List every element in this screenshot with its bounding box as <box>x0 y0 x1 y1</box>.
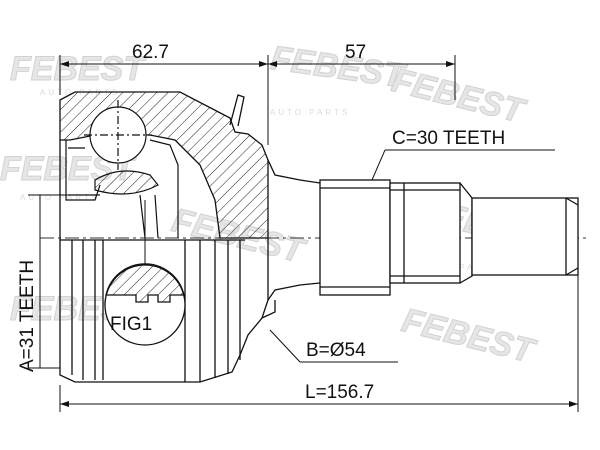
fig1-detail <box>104 200 186 346</box>
left-dimension <box>28 194 100 369</box>
abs-ring-label: B=Ø54 <box>306 340 366 361</box>
watermark-sub-3: AUTO PARTS <box>20 193 100 202</box>
fig1-label: FIG1 <box>110 314 152 335</box>
watermark-brand-2: FEBEST <box>268 39 409 96</box>
bottom-dimension <box>59 275 579 412</box>
output-shaft <box>267 159 579 301</box>
watermark-brand-1: FEBEST <box>10 50 147 88</box>
shaft-teeth-label: C=30 TEETH <box>392 128 505 149</box>
shaft-length-label: 57 <box>345 42 366 63</box>
inner-race <box>65 100 179 239</box>
watermark-sub-2: AUTO PARTS <box>270 108 350 117</box>
outer-teeth-label: A=31 TEETH <box>17 260 38 372</box>
shaft-teeth-leader <box>371 149 555 181</box>
watermark-brand-3: FEBEST <box>388 61 530 131</box>
abs-ring-leader <box>269 329 398 363</box>
total-length-label: L=156.7 <box>305 382 374 403</box>
top-dimensions <box>59 55 456 145</box>
watermark-brand-8: FEBEST <box>398 301 540 371</box>
joint-length-label: 62.7 <box>132 42 169 63</box>
